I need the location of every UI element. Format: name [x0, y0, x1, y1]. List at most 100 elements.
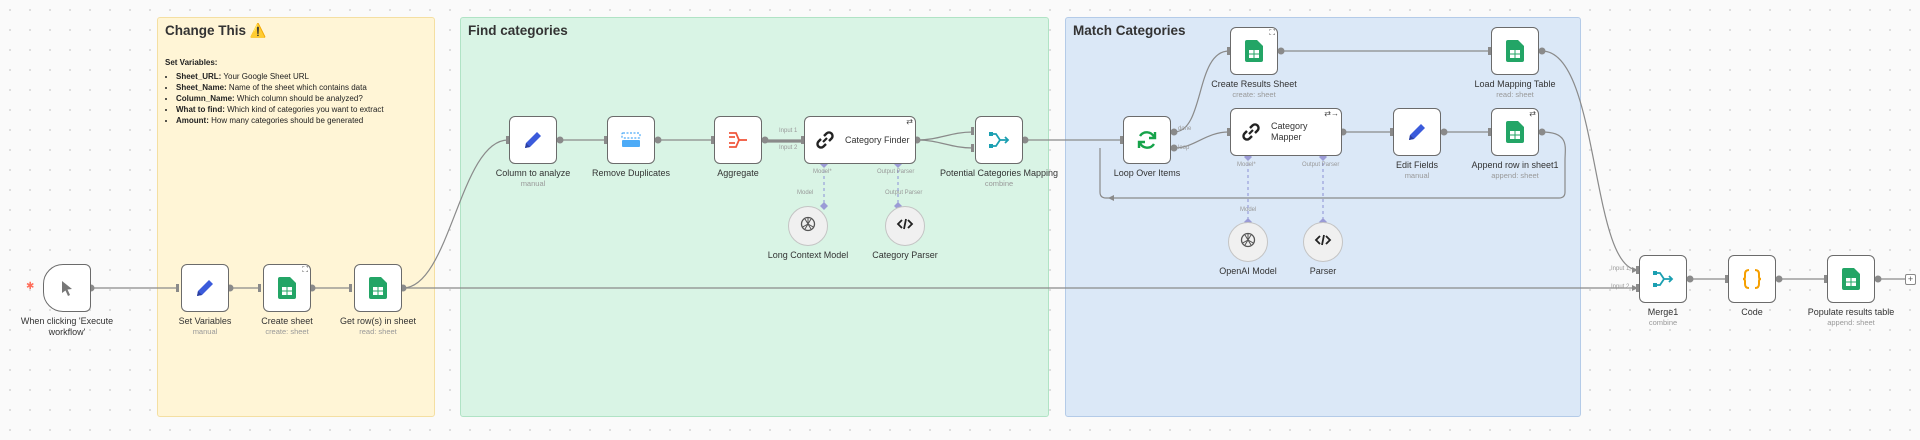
- node-loop-over-items[interactable]: [1123, 116, 1171, 164]
- output-handle: [1686, 275, 1694, 283]
- node-label: Code: [1741, 307, 1763, 317]
- node-label: Remove Duplicates: [591, 168, 671, 178]
- note-find-categories: Find categories: [460, 17, 1049, 417]
- code-icon: [896, 215, 914, 238]
- node-parser[interactable]: [1303, 222, 1343, 262]
- connection: [1173, 131, 1230, 149]
- node-remove-duplicates[interactable]: [607, 116, 655, 164]
- output-handle: [1170, 144, 1178, 152]
- connection: [402, 139, 509, 289]
- chain-icon: [813, 128, 837, 152]
- node-label: Loop Over Items: [1113, 168, 1181, 178]
- arrow-head: [1108, 195, 1114, 201]
- node-potential-categories-mapping[interactable]: [975, 116, 1023, 164]
- node-aggregate[interactable]: [714, 116, 762, 164]
- output-handle: [1440, 128, 1448, 136]
- node-edit-fields[interactable]: [1393, 108, 1441, 156]
- input-handle: [1390, 128, 1393, 136]
- refresh-icon: ⛶: [302, 265, 308, 274]
- retry-icon: ⇄: [1529, 109, 1536, 118]
- node-label: Aggregate: [717, 168, 759, 178]
- connection: [916, 131, 974, 141]
- node-long-context-model[interactable]: [788, 206, 828, 246]
- arrow-head: [1632, 267, 1638, 273]
- output-handle: [1021, 136, 1029, 144]
- loop-icon: [1135, 128, 1159, 152]
- input-handle: [801, 136, 804, 144]
- node-label: Parser: [1309, 266, 1337, 276]
- node-append-row[interactable]: ⇄: [1491, 108, 1539, 156]
- node-populate-results-table[interactable]: [1827, 255, 1875, 303]
- note-body: Set Variables: Sheet_URL: Your Google Sh…: [165, 57, 435, 126]
- input-handle: [258, 284, 261, 292]
- openai-icon: [799, 215, 817, 238]
- input-handle: [1636, 284, 1639, 292]
- edge-label: Input 2: [779, 145, 798, 151]
- diamond-handle: [820, 202, 828, 210]
- output-handle: [556, 136, 564, 144]
- input-handle: [1725, 275, 1728, 283]
- input-handle: [971, 127, 974, 135]
- node-manual-trigger[interactable]: [43, 264, 91, 312]
- node-category-finder[interactable]: ⇄ Category Finder: [804, 116, 916, 164]
- node-openai-model[interactable]: [1228, 222, 1268, 262]
- node-merge1[interactable]: [1639, 255, 1687, 303]
- retry-icon: ⇄: [906, 117, 913, 126]
- node-column-to-analyze[interactable]: [509, 116, 557, 164]
- input-handle: [1824, 275, 1827, 283]
- merge-icon: [987, 128, 1011, 152]
- sheets-icon: [1839, 267, 1863, 291]
- input-handle: [711, 136, 714, 144]
- edge-label: Model*: [1237, 162, 1256, 168]
- node-load-mapping-table[interactable]: [1491, 27, 1539, 75]
- chain-icon: [1239, 120, 1263, 144]
- node-label: OpenAI Model: [1219, 266, 1277, 276]
- output-handle: [1874, 275, 1882, 283]
- arrow-head: [1632, 285, 1638, 291]
- node-label: Long Context Model: [767, 250, 849, 260]
- node-label: Category Parser: [872, 250, 938, 260]
- note-title: Find categories: [468, 23, 568, 38]
- edge-label: Input 1: [779, 128, 798, 134]
- add-node-button[interactable]: +: [1905, 274, 1916, 285]
- edge-label: Output Parser: [1302, 162, 1340, 168]
- edge-label: Model: [1240, 207, 1257, 213]
- input-handle: [1488, 128, 1491, 136]
- node-category-parser[interactable]: [885, 206, 925, 246]
- output-handle: [1775, 275, 1783, 283]
- input-handle: [1636, 266, 1639, 274]
- refresh-icon: ⛶: [1269, 28, 1275, 37]
- node-get-rows[interactable]: [354, 264, 402, 312]
- node-create-sheet[interactable]: ⛶: [263, 264, 311, 312]
- braces-icon: [1740, 267, 1764, 291]
- output-handle: [761, 136, 769, 144]
- input-handle: [1227, 128, 1230, 136]
- pencil-icon: [521, 128, 545, 152]
- note-title: Match Categories: [1073, 23, 1186, 38]
- node-create-results-sheet[interactable]: ⛶: [1230, 27, 1278, 75]
- node-code[interactable]: [1728, 255, 1776, 303]
- list-item: What to find: Which kind of categories y…: [176, 104, 435, 115]
- list-item: Column_Name: Which column should be anal…: [176, 93, 435, 104]
- node-title: Category Finder: [845, 134, 910, 145]
- node-category-mapper[interactable]: ⇄→ Category Mapper: [1230, 108, 1342, 156]
- openai-icon: [1239, 231, 1257, 254]
- edge-label: loop: [1178, 145, 1190, 151]
- output-handle: [1538, 128, 1546, 136]
- edge-label: Input 1: [1611, 266, 1630, 272]
- node-set-variables[interactable]: [181, 264, 229, 312]
- note-change-this: Change This ⚠️ Set Variables: Sheet_URL:…: [157, 17, 435, 417]
- sheets-icon: [1503, 120, 1527, 144]
- aggregate-icon: [726, 128, 750, 152]
- output-handle: [1538, 47, 1546, 55]
- input-handle: [971, 144, 974, 152]
